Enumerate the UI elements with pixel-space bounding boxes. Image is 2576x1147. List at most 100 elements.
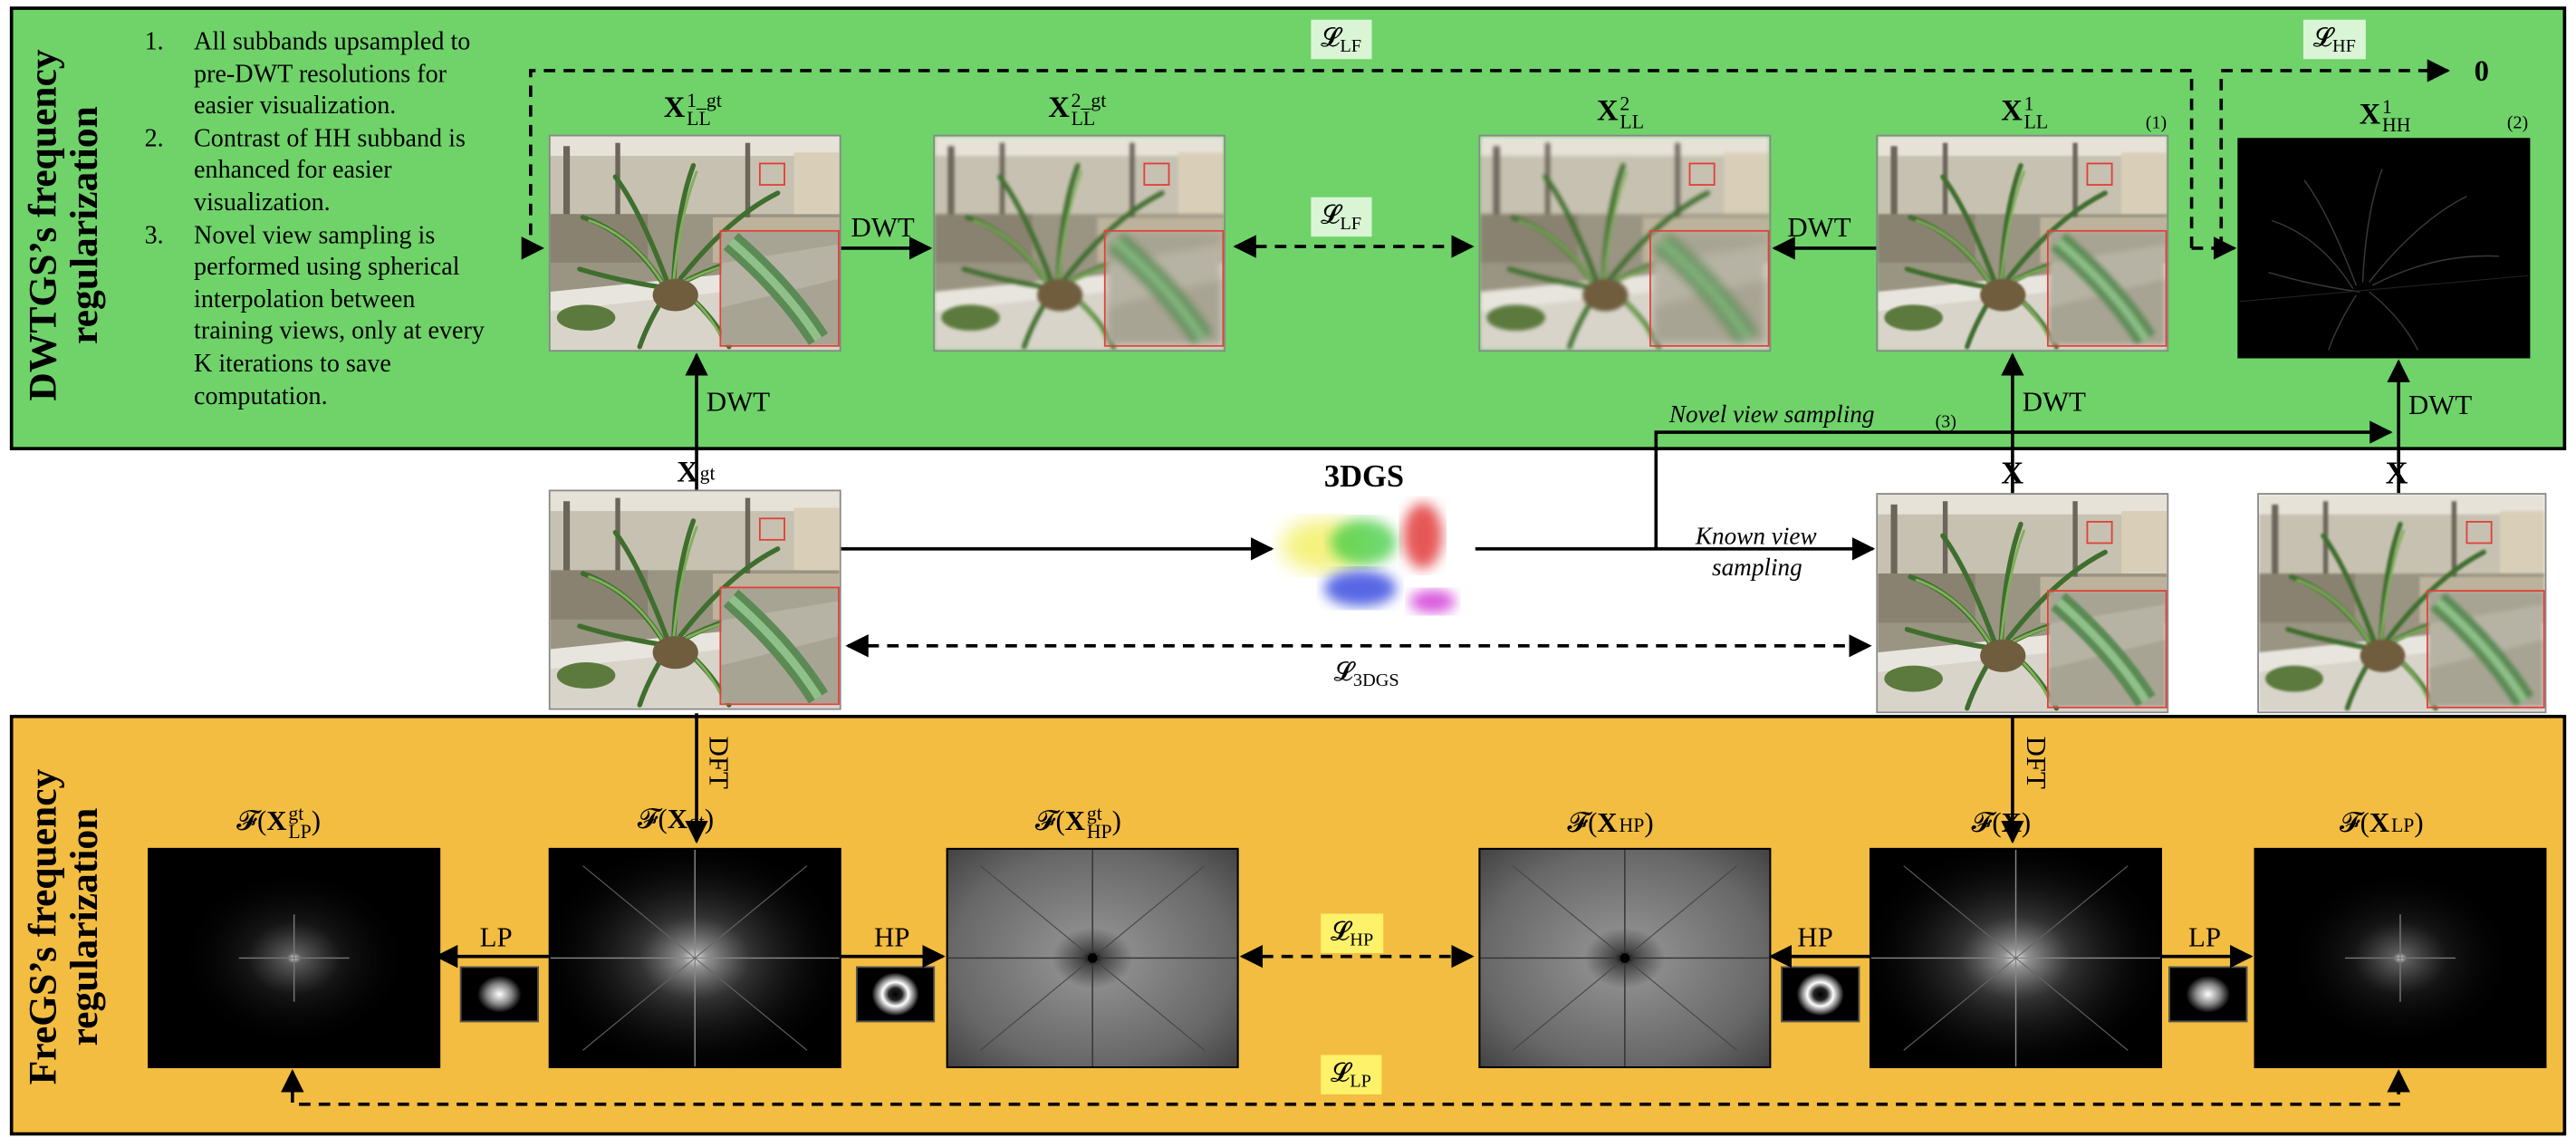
loss-subscript: LP bbox=[1350, 1072, 1371, 1093]
loss-label-hp: 𝓛HP bbox=[1321, 913, 1384, 954]
loss-label-gs: 𝓛3DGS bbox=[1324, 654, 1409, 694]
dft-label-2: DFT bbox=[2020, 736, 2052, 789]
dwtgs-title: DWTGS’s frequency regularization bbox=[23, 44, 107, 406]
label-f-x: 𝓕(X) bbox=[1972, 806, 2032, 839]
lowpass-mask-icon bbox=[459, 966, 539, 1023]
operator-symbol: 𝓕( bbox=[637, 803, 668, 835]
operator-symbol: ) bbox=[704, 803, 715, 835]
loss-subscript: LF bbox=[1340, 214, 1362, 235]
variable-symbol: X bbox=[1064, 805, 1086, 837]
variable-symbol: X bbox=[2359, 97, 2381, 130]
image-x-gt bbox=[548, 489, 841, 710]
label-x-pred2: X bbox=[2385, 457, 2408, 492]
zoom-inset-image bbox=[1104, 230, 1225, 348]
zoom-region-box bbox=[2086, 521, 2113, 545]
footnote-mark-1: (1) bbox=[2145, 113, 2167, 133]
superscript: 1_gt bbox=[687, 88, 722, 112]
operator-symbol: ) bbox=[1111, 805, 1121, 837]
variable-symbol: X bbox=[2369, 806, 2390, 839]
note-text: Novel view sampling is performed using s… bbox=[194, 221, 485, 410]
hh-subband-icon bbox=[2239, 140, 2529, 357]
zoom-region-box bbox=[1143, 162, 1170, 187]
image-x-novel bbox=[2257, 493, 2547, 714]
note-item: 3. Novel view sampling is performed using… bbox=[145, 219, 490, 412]
spectrum-image-icon bbox=[1480, 849, 1770, 1067]
superscript: gt bbox=[699, 462, 716, 486]
novel-view-label: Novel view sampling bbox=[1668, 402, 1875, 429]
operator-symbol: 𝓕( bbox=[2339, 806, 2369, 839]
loss-label-lp: 𝓛LP bbox=[1321, 1055, 1381, 1094]
loss-symbol: 𝓛 bbox=[2312, 24, 2332, 53]
highpass-mask-icon bbox=[855, 966, 936, 1023]
dwt-label-1: DWT bbox=[851, 211, 915, 244]
subscript: LL bbox=[1071, 106, 1096, 130]
operator-symbol: ) bbox=[311, 805, 322, 837]
loss-subscript: HF bbox=[2331, 36, 2356, 57]
variable-symbol: X bbox=[266, 805, 287, 837]
variable-symbol: X bbox=[2001, 457, 2024, 492]
note-number: 1. bbox=[144, 27, 164, 56]
loss-symbol: 𝓛 bbox=[1331, 1059, 1350, 1088]
spectrum-f-x bbox=[1870, 847, 2162, 1068]
zoom-inset-image bbox=[2426, 590, 2545, 709]
hp-label-2: HP bbox=[1797, 921, 1833, 954]
zoom-region-box bbox=[1688, 162, 1716, 187]
superscript: 1 bbox=[2382, 95, 2392, 119]
footnote-mark-2: (2) bbox=[2506, 113, 2529, 133]
superscript: 2_gt bbox=[1071, 88, 1107, 112]
superscript: gt bbox=[288, 802, 304, 825]
known-view-label-2: sampling bbox=[1711, 555, 1802, 583]
zoom-region-box bbox=[759, 518, 786, 542]
lp-label-2: LP bbox=[2187, 921, 2221, 954]
lp-label-1: LP bbox=[479, 921, 513, 954]
note-number: 3. bbox=[144, 221, 164, 249]
subscript: LL bbox=[1620, 110, 1645, 133]
loss-subscript: HP bbox=[1350, 930, 1374, 951]
operator-symbol: ) bbox=[2021, 806, 2032, 839]
subscript: LP bbox=[2390, 813, 2415, 836]
loss-label-hf: 𝓛HF bbox=[2302, 19, 2366, 60]
note-item: 1.All subbands upsampled to pre-DWT reso… bbox=[145, 26, 490, 123]
highpass-mask-icon bbox=[1781, 966, 1860, 1023]
zoom-inset-image bbox=[2047, 590, 2167, 709]
zoom-inset-image bbox=[2047, 230, 2167, 348]
note-text: Contrast of HH subband is enhanced for e… bbox=[194, 124, 466, 217]
variable-symbol: X bbox=[1597, 93, 1619, 127]
zoom-region-box bbox=[759, 162, 786, 187]
operator-symbol: 𝓕( bbox=[236, 805, 267, 837]
spectrum-f-xgt bbox=[548, 847, 841, 1068]
operator-symbol: ) bbox=[2414, 806, 2424, 839]
variable-symbol: X bbox=[2001, 93, 2023, 127]
spectrum-f-xlp bbox=[2254, 847, 2547, 1068]
variable-symbol: X bbox=[2385, 457, 2408, 492]
superscript: 2 bbox=[1620, 92, 1630, 115]
spectrum-image-icon bbox=[1870, 849, 2161, 1067]
note-item: 2. Contrast of HH subband is enhanced for… bbox=[145, 123, 490, 220]
subscript: LP bbox=[288, 820, 312, 843]
note-number: 2. bbox=[144, 124, 164, 153]
dft-label-1: DFT bbox=[703, 736, 735, 789]
superscript: gt bbox=[688, 809, 705, 833]
loss-subscript: 3DGS bbox=[1352, 670, 1399, 691]
zero-target: 0 bbox=[2474, 53, 2489, 88]
loss-label-lf-mid: 𝓛LF bbox=[1311, 197, 1371, 237]
variable-symbol: X bbox=[2001, 806, 2022, 839]
superscript: gt bbox=[1086, 802, 1102, 825]
subscript: HP bbox=[1086, 820, 1112, 843]
zoom-region-box bbox=[2465, 521, 2493, 545]
spectrum-image-icon bbox=[947, 849, 1237, 1067]
variable-symbol: X bbox=[1597, 806, 1618, 839]
label-x-pred: X bbox=[2001, 457, 2024, 492]
loss-subscript: LF bbox=[1340, 36, 1362, 57]
operator-symbol: 𝓕( bbox=[1034, 805, 1065, 837]
spectrum-image-icon bbox=[149, 849, 439, 1067]
hp-label-1: HP bbox=[873, 921, 910, 954]
loss-symbol: 𝓛 bbox=[1333, 659, 1353, 688]
